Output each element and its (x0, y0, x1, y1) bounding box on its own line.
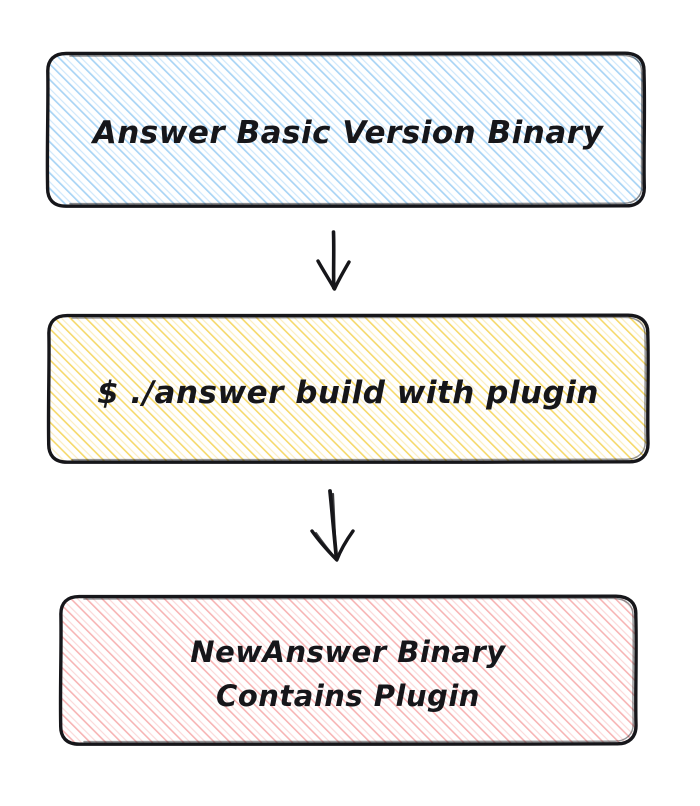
node-label-build-command: $ ./answer build with plugin (97, 375, 599, 411)
node-fill-yellow (48, 315, 648, 462)
node-outline-blue-second-pass (69, 54, 643, 205)
arrowhead-icon (316, 259, 351, 291)
node-fill-blue (47, 53, 644, 206)
node-build-command[interactable]: $ ./answer build with plugin (46, 313, 650, 464)
node-label-basic-binary: Answer Basic Version Binary (90, 115, 605, 151)
node-outline-blue (45, 51, 647, 208)
node-outline-pink-second-pass (83, 597, 635, 743)
node-new-answer-binary[interactable]: NewAnswer Binary Contains Plugin (58, 594, 638, 746)
edge-line-2-second-pass (331, 492, 338, 560)
node-outline-yellow-second-pass (71, 316, 647, 461)
node-label-new-binary-line2: Contains Plugin (216, 679, 480, 713)
arrowhead-icon-second-pass (315, 532, 338, 561)
node-outline-yellow (46, 313, 650, 464)
node-fill-pink (60, 596, 636, 744)
node-answer-basic-version-binary[interactable]: Answer Basic Version Binary (45, 51, 647, 208)
node-label-new-binary-line1: NewAnswer Binary (190, 635, 506, 669)
node-outline-pink (58, 594, 638, 746)
edge-basic-to-build (316, 230, 351, 291)
edge-build-to-new (310, 489, 355, 562)
